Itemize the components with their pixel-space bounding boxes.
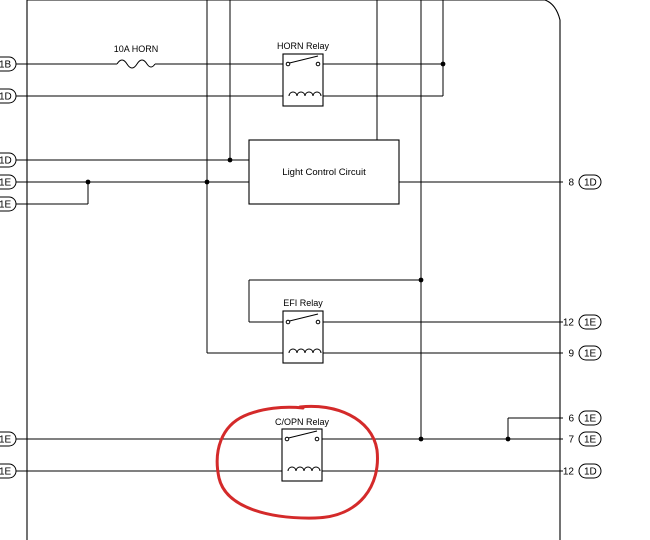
- highlight-circle: [215, 404, 379, 520]
- junction-dot: [418, 436, 424, 442]
- relay-switch-icon: [284, 430, 320, 442]
- connector-id: 1E: [584, 414, 597, 425]
- relay-coil-icon: [288, 348, 322, 354]
- connector-id: 1D: [0, 156, 12, 167]
- pin-number: 12: [563, 467, 575, 478]
- connector-id: 1B: [0, 60, 12, 71]
- wires: [16, 0, 563, 472]
- relay-switch-icon: [285, 313, 321, 325]
- connector-left-1e: 1E: [0, 196, 17, 212]
- horn-relay-box: [282, 53, 324, 107]
- connector-left-1e: 1E: [0, 174, 17, 190]
- connector-id: 1E: [0, 435, 12, 446]
- relay-switch-icon: [285, 55, 321, 67]
- light-control-box: [248, 139, 400, 205]
- horn-relay-label: HORN Relay: [277, 41, 330, 51]
- connector-right-8-1d: 8 1D: [568, 174, 602, 190]
- junction-dots: [85, 61, 511, 442]
- pin-number: 7: [568, 435, 574, 446]
- junction-dot: [505, 436, 511, 442]
- efi-relay: EFI Relay: [282, 298, 324, 364]
- pin-number: 12: [563, 318, 575, 329]
- relay-coil-icon: [287, 466, 321, 472]
- copn-relay: C/OPN Relay: [275, 417, 330, 482]
- left-connectors: 1B 1D 1D 1E 1E 1E 1E: [0, 56, 17, 479]
- connector-left-1e: 1E: [0, 463, 17, 479]
- efi-relay-box: [282, 310, 324, 364]
- connector-right-7-1e: 7 1E: [568, 431, 602, 447]
- copn-relay-box: [281, 428, 323, 482]
- connector-left-1e: 1E: [0, 431, 17, 447]
- pin-number: 8: [568, 178, 574, 189]
- connector-id: 1E: [584, 435, 597, 446]
- connector-left-1b: 1B: [0, 56, 17, 72]
- diagram-frame: [26, 0, 561, 540]
- connector-right-6-1e: 6 1E: [568, 410, 602, 426]
- connector-id: 1D: [584, 178, 597, 189]
- connector-id: 1D: [0, 92, 12, 103]
- fuse-10a-horn: 10A HORN: [114, 44, 159, 69]
- connector-id: 1E: [584, 318, 597, 329]
- connector-id: 1D: [584, 467, 597, 478]
- relay-coil-icon: [288, 91, 322, 97]
- pin-number: 9: [568, 349, 574, 360]
- pin-number: 6: [568, 414, 574, 425]
- connector-right-9-1e: 9 1E: [568, 345, 602, 361]
- horn-relay: HORN Relay: [277, 41, 330, 107]
- connector-id: 1E: [0, 178, 12, 189]
- junction-dot: [204, 179, 210, 185]
- junction-dot: [440, 61, 446, 67]
- junction-dot: [418, 277, 424, 283]
- light-control-circuit: Light Control Circuit: [248, 139, 400, 205]
- connector-left-1d: 1D: [0, 88, 17, 104]
- fuse-label: 10A HORN: [114, 44, 159, 54]
- connector-id: 1E: [584, 349, 597, 360]
- efi-relay-label: EFI Relay: [283, 298, 323, 308]
- junction-dot: [227, 157, 233, 163]
- right-connectors: 8 1D 12 1E 9 1E 6 1E 7 1E 12 1D: [563, 174, 602, 479]
- junction-dot: [85, 179, 91, 185]
- fuse-icon: [116, 59, 156, 69]
- light-control-label: Light Control Circuit: [282, 167, 366, 178]
- connector-id: 1E: [0, 467, 12, 478]
- connector-left-1d: 1D: [0, 152, 17, 168]
- connector-id: 1E: [0, 200, 12, 211]
- connector-right-12-1d: 12 1D: [563, 463, 602, 479]
- copn-relay-label: C/OPN Relay: [275, 417, 330, 427]
- connector-right-12-1e: 12 1E: [563, 314, 602, 330]
